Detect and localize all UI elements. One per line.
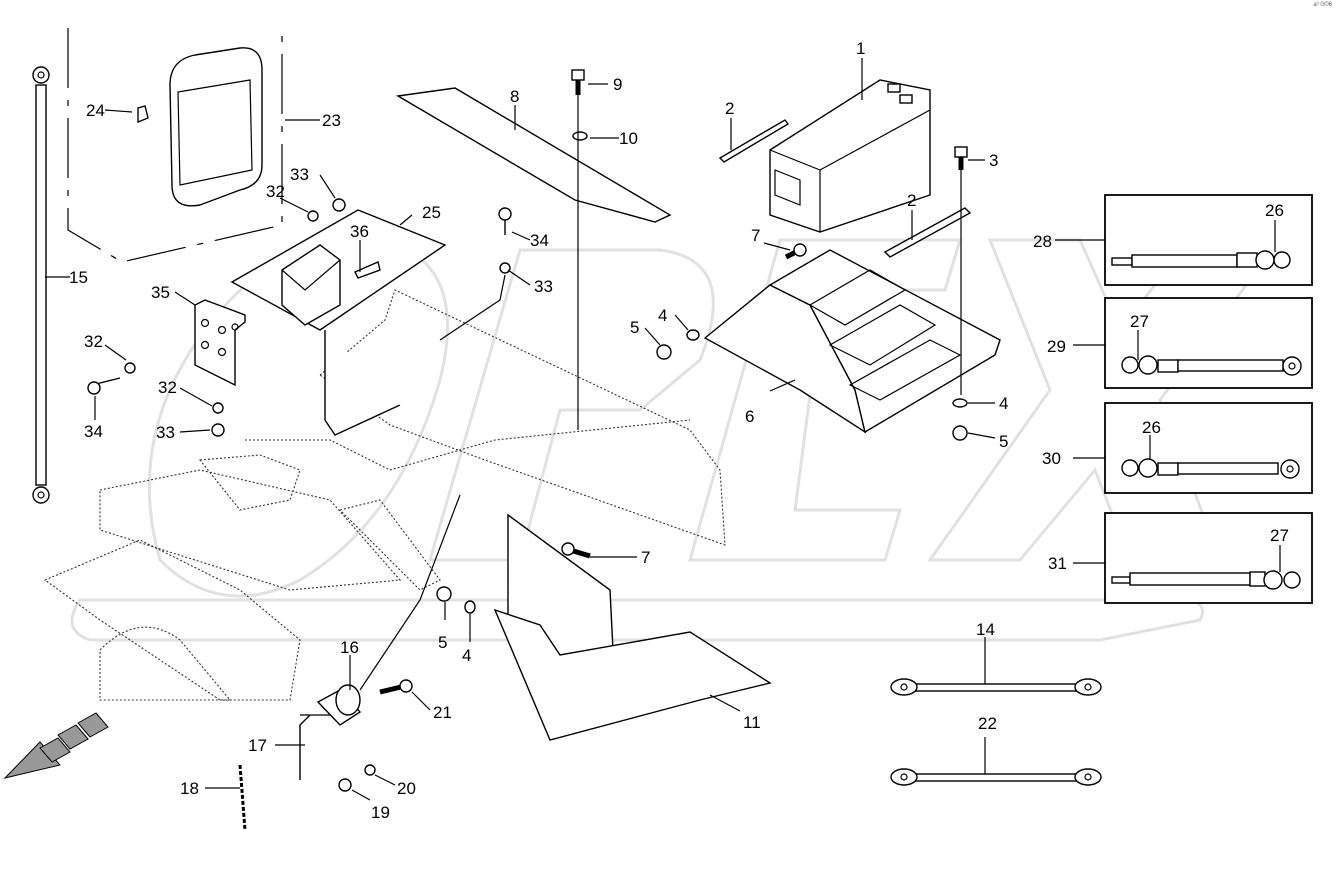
label-6: 6 (745, 407, 754, 426)
label-11: 11 (743, 713, 761, 732)
label-26b: 26 (1142, 418, 1161, 437)
label-7a: 7 (751, 226, 760, 245)
label-2b: 2 (907, 191, 916, 210)
cable-box-30 (1104, 402, 1313, 494)
label-9: 9 (613, 75, 622, 94)
label-31: 31 (1048, 554, 1067, 573)
battery-tray-6 (703, 249, 1001, 434)
label-1: 1 (856, 39, 865, 58)
label-5c: 5 (438, 633, 447, 652)
label-7b: 7 (641, 548, 650, 567)
label-36: 36 (350, 222, 369, 241)
label-32b: 32 (84, 332, 103, 351)
label-30: 30 (1042, 449, 1061, 468)
label-4c: 4 (462, 646, 471, 665)
label-10: 10 (619, 129, 638, 148)
label-23: 23 (322, 111, 341, 130)
strap-2a (718, 119, 790, 163)
bolt-7 (561, 243, 807, 559)
opex-watermark (70, 237, 1283, 642)
label-4a: 4 (658, 306, 667, 325)
callout-labels: 1 2 2 3 4 4 4 5 5 5 6 7 7 8 9 10 11 14 1… (69, 39, 1289, 822)
label-25: 25 (422, 203, 441, 222)
label-17: 17 (248, 736, 267, 755)
rod-15 (32, 66, 50, 504)
label-8: 8 (510, 87, 519, 106)
label-33c: 33 (156, 423, 175, 442)
label-27a: 27 (1130, 312, 1149, 331)
link-14 (890, 678, 1102, 696)
label-34b: 34 (84, 422, 103, 441)
label-18: 18 (180, 779, 199, 798)
link-22 (890, 768, 1102, 786)
drawing-code: a³ 0/06 (1313, 2, 1332, 8)
label-14: 14 (976, 620, 995, 639)
label-21: 21 (433, 703, 452, 722)
fasteners-left (87, 198, 512, 437)
label-24: 24 (86, 101, 105, 120)
nuts-washers (436, 329, 968, 614)
battery-1 (769, 79, 931, 233)
plate-8 (395, 87, 672, 223)
label-2a: 2 (725, 99, 734, 118)
switch-16 (238, 679, 413, 831)
leader-lines (45, 58, 1281, 801)
label-5b: 5 (999, 432, 1008, 451)
strap-2b (883, 207, 972, 258)
label-28: 28 (1033, 232, 1052, 251)
bolt-3 (954, 146, 968, 170)
label-27b: 27 (1270, 526, 1289, 545)
label-29: 29 (1047, 337, 1066, 356)
label-20: 20 (397, 779, 416, 798)
label-34a: 34 (530, 231, 549, 250)
clip-icon (137, 105, 149, 124)
label-4b: 4 (999, 394, 1008, 413)
label-3: 3 (989, 151, 998, 170)
label-35: 35 (151, 283, 170, 302)
label-5a: 5 (630, 318, 639, 337)
chain-18 (238, 764, 247, 831)
bolt-9 (571, 69, 588, 141)
label-16: 16 (340, 638, 359, 657)
label-19: 19 (371, 803, 390, 822)
label-15: 15 (69, 268, 88, 287)
direction-arrow-icon (3, 712, 109, 779)
frame-structure (43, 289, 726, 701)
label-32a: 32 (266, 182, 285, 201)
plate-25 (230, 209, 447, 331)
label-33b: 33 (534, 277, 553, 296)
cable-box-29 (1104, 297, 1313, 389)
shield-11 (493, 513, 772, 741)
label-33a: 33 (290, 165, 309, 184)
control-box-group (67, 28, 283, 263)
cable-box-31 (1104, 512, 1313, 604)
cable-box-28 (1104, 194, 1313, 286)
bracket-35 (194, 299, 246, 387)
label-26a: 26 (1265, 201, 1284, 220)
label-32c: 32 (158, 378, 177, 397)
label-22: 22 (978, 714, 997, 733)
